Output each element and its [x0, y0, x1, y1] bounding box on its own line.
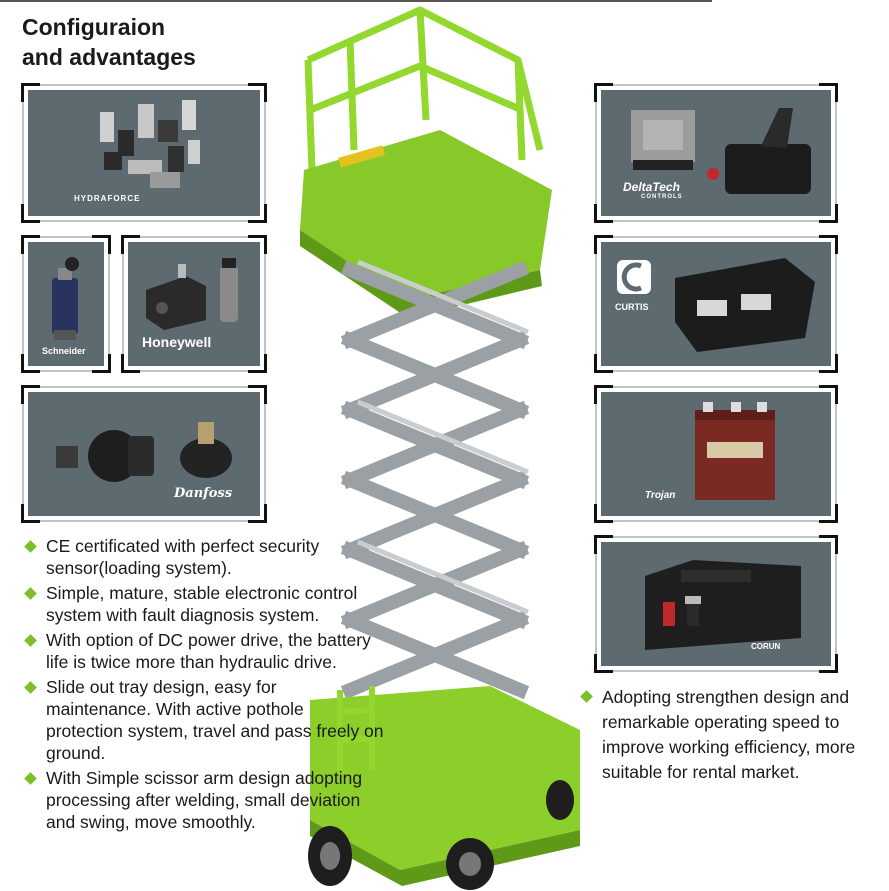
danfoss-panel: Danfoss	[21, 385, 267, 523]
scissor-lift-image	[300, 6, 580, 890]
diamond-bullet-icon	[24, 681, 37, 694]
curtis-logo: CURTIS	[615, 302, 649, 312]
advantage-note: Adopting strengthen design and remarkabl…	[580, 685, 860, 785]
trojan-panel: Trojan	[594, 385, 838, 523]
trojan-logo: Trojan	[645, 490, 676, 501]
curtis-panel: CURTIS	[594, 235, 838, 373]
sensor-image	[146, 258, 238, 330]
danfoss-logo: Danfoss	[174, 486, 233, 501]
diamond-bullet-icon	[24, 587, 37, 600]
controller-joystick-image	[631, 108, 811, 194]
deltatech-logo: DeltaTech	[623, 180, 680, 194]
schneider-panel: Schneider	[21, 235, 111, 373]
motor-controller-image	[617, 258, 815, 352]
deltatech-panel: DeltaTech CONTROLS	[594, 83, 838, 223]
feature-list: CE certificated with perfect security se…	[24, 535, 384, 836]
deltatech-sub: CONTROLS	[641, 194, 683, 200]
title-line-1: Configuraion	[22, 14, 166, 40]
hydraforce-panel: HYDRAFORCE	[21, 83, 267, 223]
battery-image	[695, 402, 775, 500]
title-line-2: and advantages	[22, 44, 196, 70]
advantage-text: Adopting strengthen design and remarkabl…	[602, 687, 856, 782]
list-item: Simple, mature, stable electronic contro…	[24, 582, 384, 626]
honeywell-panel: Honeywell	[121, 235, 267, 373]
corun-panel: CORUN	[594, 535, 838, 673]
schneider-logo: Schneider	[42, 346, 86, 356]
list-item: Slide out tray design, easy for maintena…	[24, 676, 384, 764]
hydraulic-motor-image	[56, 422, 232, 482]
limit-switch-image	[52, 257, 79, 340]
page-title: Configuraion and advantages	[22, 12, 196, 72]
list-item: With option of DC power drive, the batte…	[24, 629, 384, 673]
hydraforce-logo: HYDRAFORCE	[74, 194, 141, 203]
diamond-bullet-icon	[24, 634, 37, 647]
hydraulic-valves-image	[100, 100, 200, 188]
list-item: With Simple scissor arm design adopting …	[24, 767, 384, 833]
lithium-battery-image	[645, 560, 801, 650]
corun-logo: CORUN	[751, 642, 781, 651]
list-item: CE certificated with perfect security se…	[24, 535, 384, 579]
honeywell-logo: Honeywell	[142, 334, 212, 350]
top-rule	[0, 0, 712, 2]
diamond-bullet-icon	[24, 540, 37, 553]
diamond-bullet-icon	[24, 772, 37, 785]
